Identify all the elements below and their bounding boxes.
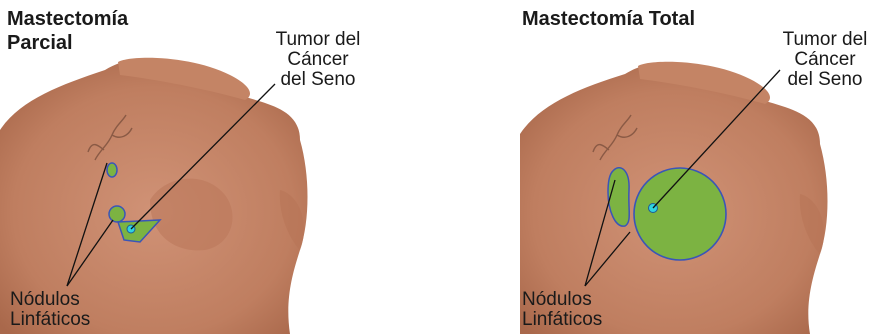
nodes-label-left-line2: Linfáticos — [10, 310, 90, 330]
nodes-label-left: Nódulos Linfáticos — [10, 290, 90, 330]
nodes-label-right: Nódulos Linfáticos — [522, 290, 602, 330]
tumor-label-left-line2: Cáncer — [258, 50, 378, 70]
node-large-left — [109, 206, 125, 222]
tumor-label-right: Tumor del Cáncer del Seno — [765, 30, 885, 90]
nodes-label-left-line1: Nódulos — [10, 290, 90, 310]
panel-right-title: Mastectomía Total — [522, 8, 695, 30]
panel-left-title-line2: Parcial — [7, 32, 73, 54]
tumor-label-right-line3: del Seno — [765, 70, 885, 90]
tumor-label-right-line1: Tumor del — [765, 30, 885, 50]
nodes-label-right-line1: Nódulos — [522, 290, 602, 310]
node-small-left — [107, 163, 117, 177]
tumor-label-left: Tumor del Cáncer del Seno — [258, 30, 378, 90]
nodes-label-right-line2: Linfáticos — [522, 310, 602, 330]
panel-left-title-line1: Mastectomía — [7, 8, 128, 30]
tumor-label-left-line3: del Seno — [258, 70, 378, 90]
removed-breast-right — [634, 168, 726, 260]
tumor-label-right-line2: Cáncer — [765, 50, 885, 70]
tumor-label-left-line1: Tumor del — [258, 30, 378, 50]
